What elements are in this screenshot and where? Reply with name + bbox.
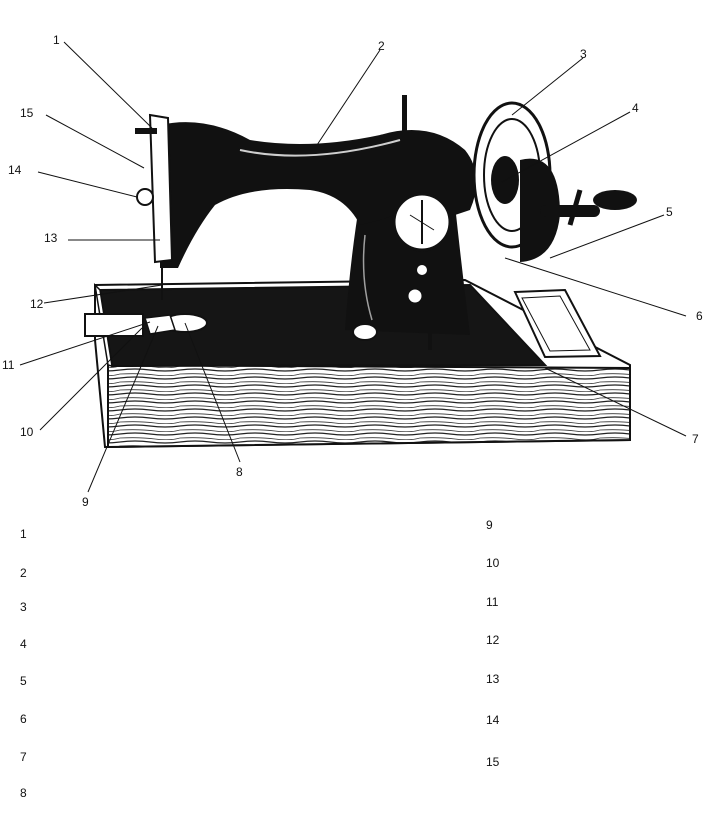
sewing-machine-diagram: 1 2 3 4 5 6 7 8 9 10 11 12 13 14 15	[2, 33, 703, 509]
answer-number-2: 2	[20, 566, 27, 580]
answer-number-7: 7	[20, 750, 27, 764]
callout-3: 3	[580, 47, 587, 61]
callout-5: 5	[666, 205, 673, 219]
callout-11: 11	[2, 358, 15, 372]
callout-2: 2	[378, 39, 385, 53]
callout-15: 15	[20, 106, 34, 120]
answer-number-6: 6	[20, 712, 27, 726]
answer-number-13: 13	[486, 672, 500, 686]
answer-number-1: 1	[20, 527, 27, 541]
answer-number-9: 9	[486, 518, 493, 532]
callout-4: 4	[632, 101, 639, 115]
answer-number-14: 14	[486, 713, 500, 727]
answer-number-12: 12	[486, 633, 500, 647]
callout-13: 13	[44, 231, 58, 245]
callout-9: 9	[82, 495, 89, 509]
answer-number-8: 8	[20, 786, 27, 800]
answer-number-15: 15	[486, 755, 500, 769]
callout-7: 7	[692, 432, 699, 446]
callout-12: 12	[30, 297, 44, 311]
machine-body	[160, 95, 477, 350]
callout-10: 10	[20, 425, 34, 439]
callout-1: 1	[53, 33, 60, 47]
needle-head	[84, 113, 208, 337]
handwheel	[472, 101, 637, 262]
leader-lines	[19, 41, 687, 493]
callout-labels: 1 2 3 4 5 6 7 8 9 10 11 12 13 14 15	[2, 33, 703, 509]
answer-number-10: 10	[486, 556, 500, 570]
answer-number-11: 11	[486, 595, 499, 609]
callout-8: 8	[236, 465, 243, 479]
answer-number-4: 4	[20, 637, 27, 651]
answer-number-3: 3	[20, 600, 27, 614]
answer-number-5: 5	[20, 674, 27, 688]
callout-6: 6	[696, 309, 703, 323]
callout-14: 14	[8, 163, 22, 177]
